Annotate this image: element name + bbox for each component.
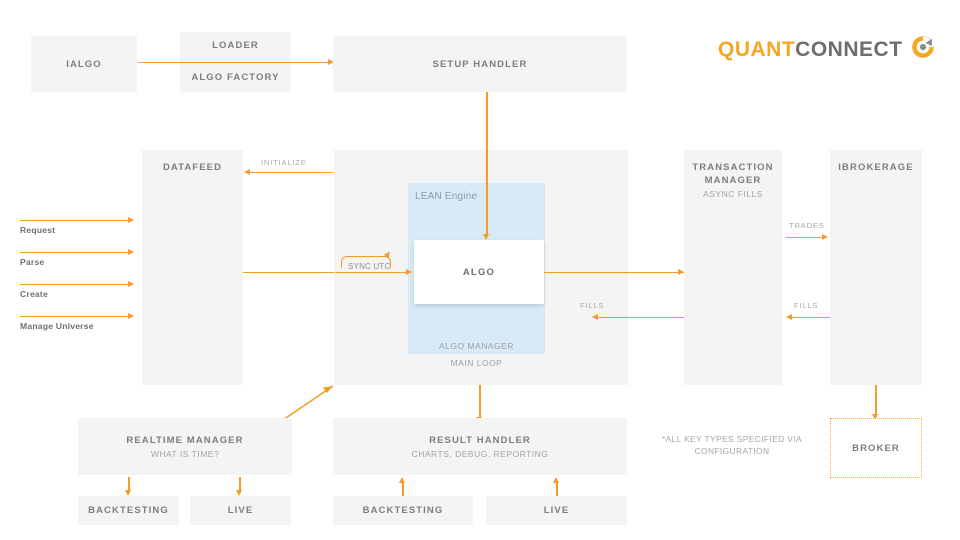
edge-sync-utc-label: SYNC UTC <box>348 262 391 271</box>
node-loader-title: LOADER <box>212 40 259 51</box>
node-lean-engine-title: LEAN Engine <box>415 191 478 202</box>
edge-create-arrowhead <box>128 280 134 287</box>
node-transaction-manager[interactable]: TRANSACTION MANAGER ASYNC FILLS <box>684 150 782 385</box>
edge-rh-backtesting-line <box>402 482 404 496</box>
edge-trades-label: TRADES <box>789 221 825 230</box>
node-ialgo[interactable]: IALGO <box>31 36 137 92</box>
edge-algo-to-txmgr-arrowhead <box>678 268 684 275</box>
node-result-handler-subtitle: CHARTS, DEBUG, REPORTING <box>411 448 549 459</box>
node-broker[interactable]: BROKER <box>830 418 922 478</box>
edge-request-arrowhead <box>128 216 134 223</box>
logo-text-connect: CONNECT <box>795 37 903 61</box>
node-realtime-live[interactable]: LIVE <box>190 496 291 525</box>
edge-rt-to-live-line <box>239 477 241 493</box>
edge-ibrokerage-to-broker-line <box>875 385 877 417</box>
edge-algo-to-txmgr-line <box>544 271 684 274</box>
edge-setup-to-algo-arrowhead <box>483 234 489 240</box>
node-algo-manager-title: ALGO MANAGER <box>439 341 514 351</box>
node-ibrokerage-title: IBROKERAGE <box>838 162 914 173</box>
edge-parse-arrowhead <box>128 248 134 255</box>
node-realtime-manager-title: REALTIME MANAGER <box>126 434 244 446</box>
node-result-handler[interactable]: RESULT HANDLER CHARTS, DEBUG, REPORTING <box>333 418 627 475</box>
edge-fills-mid-label: FILLS <box>580 301 605 310</box>
logo-text-quant: QUANT <box>718 37 796 61</box>
input-label-request: Request <box>20 225 56 235</box>
node-datafeed-title: DATAFEED <box>162 162 223 173</box>
node-ialgo-title: IALGO <box>66 58 102 70</box>
node-algo-factory-title: ALGO FACTORY <box>191 72 280 83</box>
logo-mark-icon <box>910 34 936 65</box>
edge-fills-right-label: FILLS <box>794 301 819 310</box>
edge-sync-utc-loop <box>341 256 391 268</box>
edge-parse-line <box>20 251 130 254</box>
edge-manage-universe-arrowhead <box>128 312 134 319</box>
node-algo[interactable]: ALGO <box>414 240 544 304</box>
edge-fills-mid-line <box>597 316 684 319</box>
edge-rh-live-arrowhead <box>553 477 559 483</box>
edge-trades-line <box>786 236 824 239</box>
node-realtime-backtesting-title: BACKTESTING <box>88 505 169 516</box>
footnote-text: *ALL KEY TYPES SPECIFIED VIA CONFIGURATI… <box>662 434 802 456</box>
edge-into-algo-line <box>335 271 409 274</box>
node-ibrokerage[interactable]: IBROKERAGE <box>830 150 922 385</box>
edge-ialgo-to-setup-line <box>138 61 333 64</box>
edge-request-line <box>20 219 130 222</box>
node-transaction-manager-title: TRANSACTION MANAGER <box>692 162 774 186</box>
node-broker-title: BROKER <box>852 442 900 454</box>
node-result-live-title: LIVE <box>543 505 570 516</box>
input-label-manage-universe: Manage Universe <box>20 321 94 331</box>
input-label-parse: Parse <box>20 257 45 267</box>
edge-fills-right-line <box>791 316 830 319</box>
node-realtime-backtesting[interactable]: BACKTESTING <box>78 496 179 525</box>
edge-ibrokerage-to-broker-arrowhead <box>872 414 878 420</box>
edge-fills-right-arrowhead <box>786 313 792 320</box>
edge-rh-backtesting-arrowhead <box>399 477 405 483</box>
edge-main-to-result-line <box>479 385 481 420</box>
edge-setup-to-main-line <box>486 92 488 150</box>
edge-fills-mid-arrowhead <box>592 313 598 320</box>
node-realtime-manager-subtitle: WHAT IS TIME? <box>150 448 220 459</box>
edge-rt-to-live-arrowhead <box>236 490 242 496</box>
node-result-backtesting-title: BACKTESTING <box>362 505 444 516</box>
edge-initialize-label: INITIALIZE <box>261 158 307 167</box>
edge-rt-to-backtesting-line <box>128 477 130 493</box>
node-setup-handler[interactable]: SETUP HANDLER <box>333 36 627 92</box>
edge-datafeed-to-main-line <box>243 271 335 274</box>
edge-rt-to-backtesting-arrowhead <box>125 490 131 496</box>
node-realtime-live-title: LIVE <box>227 505 254 516</box>
edge-initialize-arrowhead <box>244 168 250 175</box>
edge-setup-to-algo-line <box>486 150 488 236</box>
edge-realtime-to-main <box>276 385 334 425</box>
edge-ialgo-to-setup-arrowhead <box>328 58 334 65</box>
edge-initialize-line <box>250 171 333 174</box>
node-result-live[interactable]: LIVE <box>486 496 627 525</box>
node-result-handler-title: RESULT HANDLER <box>429 434 531 446</box>
node-main-loop-title: MAIN LOOP <box>450 358 503 368</box>
input-label-create: Create <box>20 289 48 299</box>
edge-create-line <box>20 283 130 286</box>
edge-rh-live-line <box>556 482 558 496</box>
node-realtime-manager[interactable]: REALTIME MANAGER WHAT IS TIME? <box>78 418 292 475</box>
node-setup-handler-title: SETUP HANDLER <box>432 58 528 70</box>
edge-into-algo-arrowhead <box>406 268 412 275</box>
edge-manage-universe-line <box>20 315 130 318</box>
node-transaction-manager-subtitle: ASYNC FILLS <box>703 189 763 199</box>
edge-trades-arrowhead <box>822 233 828 240</box>
node-result-backtesting[interactable]: BACKTESTING <box>333 496 473 525</box>
node-datafeed[interactable]: DATAFEED <box>142 150 243 385</box>
